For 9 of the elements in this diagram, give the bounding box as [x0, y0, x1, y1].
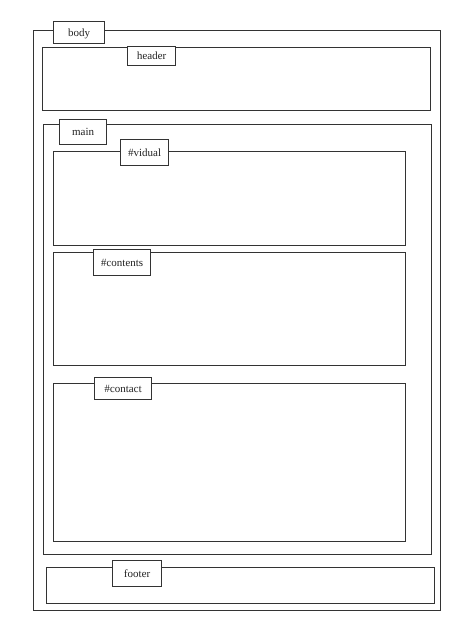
layout-box [42, 47, 431, 111]
section-label: #vidual [120, 139, 169, 166]
section-label: #contents [93, 249, 151, 276]
layout-box [53, 252, 406, 366]
section-label: main [59, 119, 107, 145]
section-label: footer [112, 560, 162, 587]
section-label: #contact [94, 377, 152, 400]
section-label: header [127, 46, 176, 66]
section-label: body [53, 21, 105, 44]
